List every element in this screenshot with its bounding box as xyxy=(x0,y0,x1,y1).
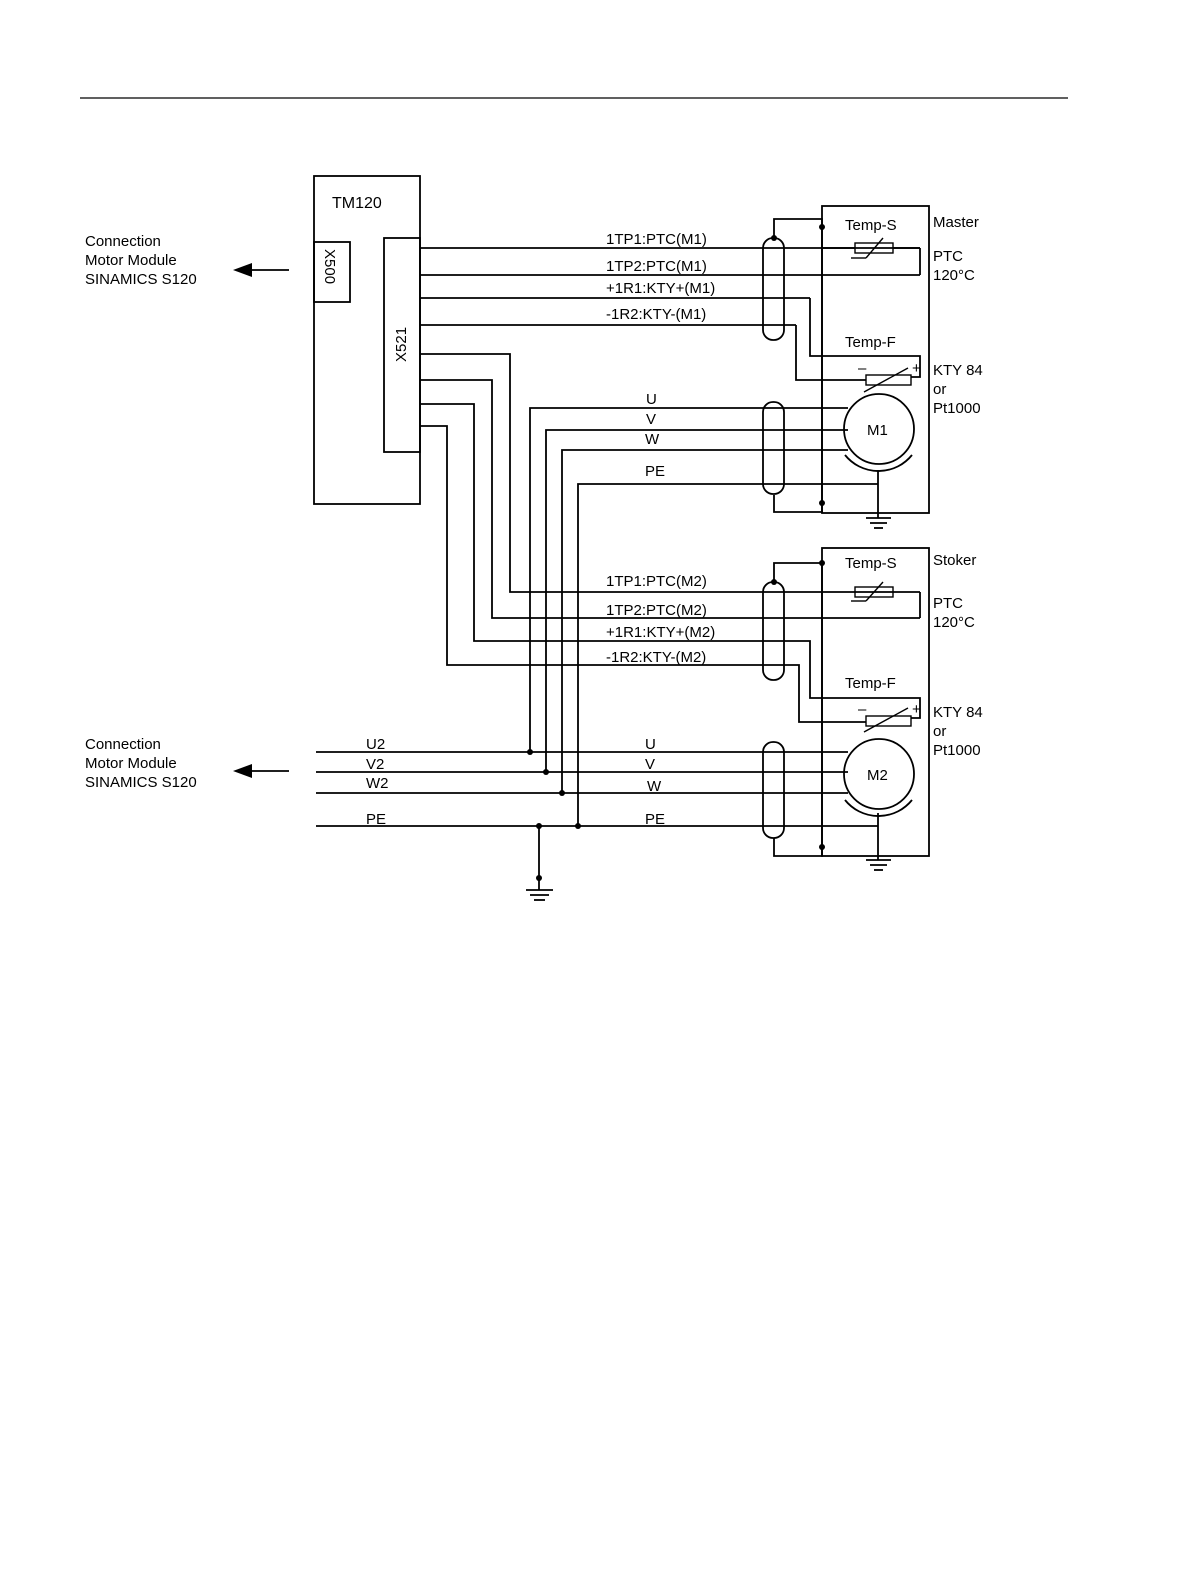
svg-text:-1R2:KTY-(M2): -1R2:KTY-(M2) xyxy=(606,649,706,666)
svg-text:U: U xyxy=(646,391,657,408)
supply-wires xyxy=(316,751,879,880)
svg-text:W2: W2 xyxy=(366,775,389,792)
svg-text:KTY 84: KTY 84 xyxy=(933,362,983,379)
svg-text:U2: U2 xyxy=(366,736,385,753)
svg-text:V2: V2 xyxy=(366,756,384,773)
svg-text:W: W xyxy=(647,778,662,795)
svg-text:Temp-S: Temp-S xyxy=(845,217,897,234)
x521-label: X521 xyxy=(393,327,410,362)
svg-text:120°C: 120°C xyxy=(933,614,975,631)
svg-text:+: + xyxy=(912,701,921,718)
ptc-sensor-icon xyxy=(854,586,894,598)
svg-text:M2: M2 xyxy=(867,767,888,784)
m1-sensor-wires xyxy=(420,247,921,381)
junction-dots xyxy=(527,749,581,881)
svg-text:Pt1000: Pt1000 xyxy=(933,742,981,759)
m2-shield xyxy=(762,560,825,857)
svg-text:1TP1:PTC(M1): 1TP1:PTC(M1) xyxy=(606,231,707,248)
svg-text:120°C: 120°C xyxy=(933,267,975,284)
kty-sensor-icon xyxy=(865,374,912,386)
svg-text:+1R1:KTY+(M1): +1R1:KTY+(M1) xyxy=(606,280,715,297)
svg-text:Motor Module: Motor Module xyxy=(85,755,177,772)
m1-power-shield xyxy=(762,401,825,506)
m1-power-wires xyxy=(529,407,879,826)
kty-sensor-icon xyxy=(865,715,912,727)
svg-text:–: – xyxy=(858,701,867,718)
svg-text:1TP1:PTC(M2): 1TP1:PTC(M2) xyxy=(606,573,707,590)
m1-shield xyxy=(762,218,825,513)
svg-text:Motor Module: Motor Module xyxy=(85,252,177,269)
svg-text:1TP2:PTC(M1): 1TP2:PTC(M1) xyxy=(606,258,707,275)
svg-text:U: U xyxy=(645,736,656,753)
stoker-motor-box: Temp-S Temp-F – + M2 xyxy=(821,547,930,857)
svg-text:–: – xyxy=(858,360,867,377)
svg-text:-1R2:KTY-(M1): -1R2:KTY-(M1) xyxy=(606,306,706,323)
svg-text:PTC: PTC xyxy=(933,248,963,265)
x521-connector xyxy=(383,237,421,453)
svg-text:Temp-F: Temp-F xyxy=(845,334,896,351)
svg-text:M1: M1 xyxy=(867,422,888,439)
svg-text:+: + xyxy=(912,360,921,377)
svg-text:or: or xyxy=(933,381,946,398)
svg-text:Connection: Connection xyxy=(85,233,161,250)
svg-text:PTC: PTC xyxy=(933,595,963,612)
connection-label-top: Connection Motor Module SINAMICS S120 xyxy=(85,233,289,288)
svg-text:PE: PE xyxy=(645,811,665,828)
master-motor-box: Temp-S Temp-F – + M1 xyxy=(821,205,930,514)
arrow-left-icon xyxy=(233,263,252,277)
m2-sensor-wires xyxy=(420,353,921,723)
x500-label: X500 xyxy=(321,249,338,284)
svg-text:V: V xyxy=(646,411,656,428)
svg-text:PE: PE xyxy=(645,463,665,480)
m2-power-shield xyxy=(762,741,825,850)
motor-m1-icon xyxy=(843,393,915,465)
svg-text:SINAMICS S120: SINAMICS S120 xyxy=(85,271,197,288)
motor-m2-icon xyxy=(843,738,915,810)
svg-text:Connection: Connection xyxy=(85,736,161,753)
ground-icon xyxy=(866,517,891,529)
ground-icon xyxy=(526,880,553,901)
connection-label-bottom: Connection Motor Module SINAMICS S120 xyxy=(85,736,289,791)
arrow-left-icon xyxy=(233,764,252,778)
svg-text:Master: Master xyxy=(933,214,979,231)
svg-text:1TP2:PTC(M2): 1TP2:PTC(M2) xyxy=(606,602,707,619)
x500-connector xyxy=(313,241,351,303)
svg-text:Pt1000: Pt1000 xyxy=(933,400,981,417)
svg-text:Stoker: Stoker xyxy=(933,552,976,569)
svg-text:Temp-S: Temp-S xyxy=(845,555,897,572)
svg-text:V: V xyxy=(645,756,655,773)
svg-text:W: W xyxy=(645,431,660,448)
ptc-sensor-icon xyxy=(854,242,894,254)
svg-text:SINAMICS S120: SINAMICS S120 xyxy=(85,774,197,791)
svg-text:+1R1:KTY+(M2): +1R1:KTY+(M2) xyxy=(606,624,715,641)
svg-text:Temp-F: Temp-F xyxy=(845,675,896,692)
svg-text:PE: PE xyxy=(366,811,386,828)
svg-text:or: or xyxy=(933,723,946,740)
tm120-label: TM120 xyxy=(332,195,382,212)
tm120-module: TM120 X500 X521 xyxy=(313,175,421,505)
ground-icon xyxy=(866,859,891,871)
svg-text:KTY 84: KTY 84 xyxy=(933,704,983,721)
